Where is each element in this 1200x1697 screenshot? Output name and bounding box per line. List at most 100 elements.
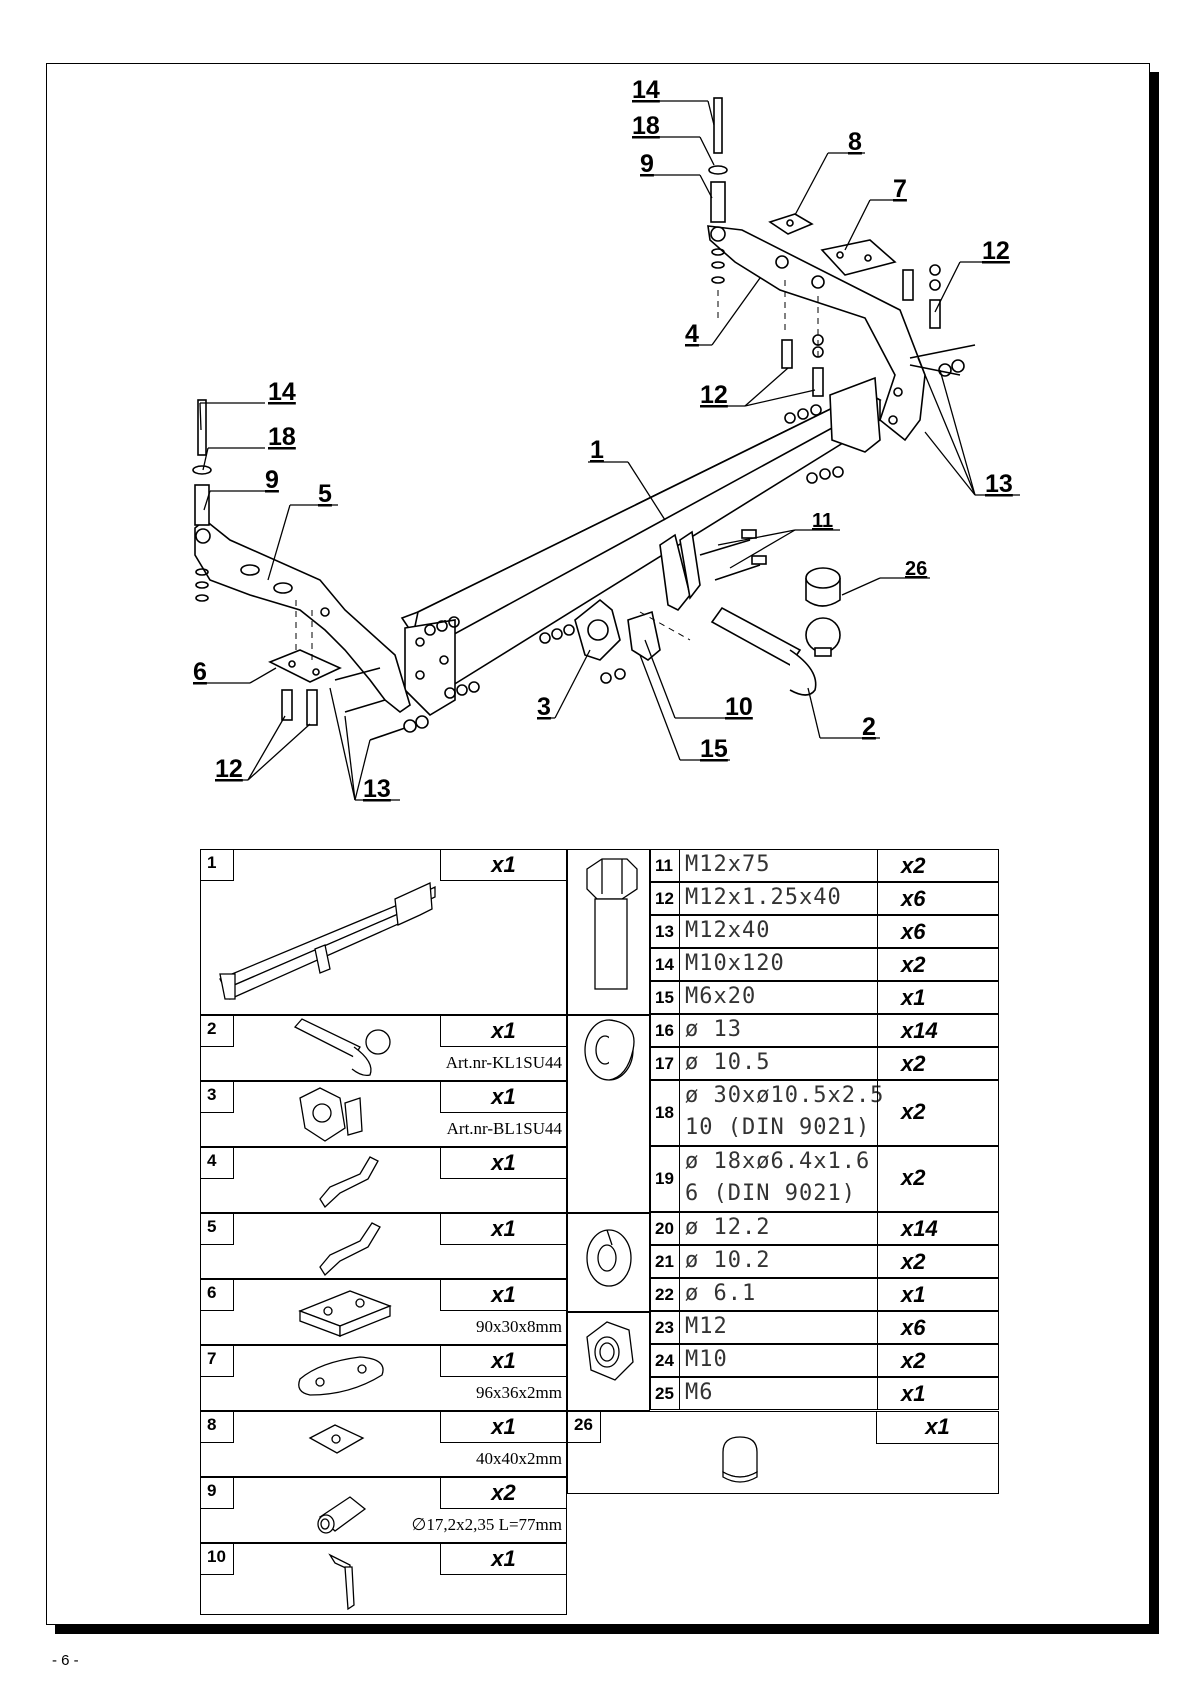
part-note-8: 40x40x2mm (476, 1449, 562, 1468)
hardware-spec: ø 12.2 (685, 1215, 771, 1240)
part-number-7: 7 (200, 1345, 234, 1377)
part-note-3: Art.nr-BL1SU44 (446, 1119, 562, 1138)
hardware-number-separator (679, 1147, 680, 1211)
bolts-right-cluster (781, 264, 976, 484)
hardware-qty: x1 (901, 985, 926, 1010)
hardware-qty: x2 (901, 1099, 926, 1124)
callout-13-right: 13 (985, 470, 1013, 498)
bracket-right-part (707, 213, 926, 442)
socket-plate-thumbnail (299, 1087, 363, 1142)
hardware-number-separator (679, 1279, 680, 1310)
hardware-number-separator (679, 1312, 680, 1343)
tow-ball-part (710, 606, 841, 696)
hardware-number-separator (679, 1246, 680, 1277)
hardware-qty-separator (877, 1312, 878, 1343)
callout-9-right: 9 (640, 150, 654, 178)
hardware-spec: ø 30xø10.5x2.5 (685, 1083, 885, 1108)
hardware-number-separator (679, 1015, 680, 1046)
hardware-spec: ø 6.1 (685, 1281, 757, 1306)
hardware-number-separator (679, 1213, 680, 1244)
part-number-10: 10 (200, 1543, 234, 1575)
part-number-8: 8 (200, 1411, 234, 1443)
part-cell-8 (200, 1411, 567, 1477)
callout-13-left: 13 (363, 775, 391, 803)
callout-7: 7 (893, 175, 907, 203)
hardware-spec: ø 13 (685, 1017, 742, 1042)
hardware-qty: x2 (901, 952, 926, 977)
part-number-26: 26 (567, 1411, 601, 1443)
callout-26: 26 (905, 558, 927, 580)
part-cell-1 (200, 849, 567, 1015)
part-qty-6: x1 (440, 1279, 567, 1311)
callout-5: 5 (318, 480, 332, 508)
hardware-qty-separator (877, 949, 878, 980)
part-number-9: 9 (200, 1477, 234, 1509)
hardware-row: 23 M12 x6 (650, 1311, 999, 1344)
hardware-qty-separator (877, 1378, 878, 1409)
hardware-number: 25 (655, 1384, 674, 1403)
part-number-3: 3 (200, 1081, 234, 1113)
hardware-number: 11 (655, 856, 673, 875)
callout-18-left: 18 (268, 423, 296, 451)
hardware-spec: M6x20 (685, 984, 757, 1009)
hardware-qty: x6 (901, 1315, 926, 1340)
hardware-spec: M12 (685, 1314, 728, 1339)
spring-washer-icon (586, 1229, 632, 1287)
hardware-number-separator (679, 883, 680, 914)
hardware-number: 13 (655, 922, 674, 941)
plate-6-thumbnail (298, 1290, 392, 1337)
hardware-number: 18 (655, 1103, 674, 1122)
part-qty-26: x1 (876, 1411, 999, 1444)
hardware-number-separator (679, 982, 680, 1013)
part-number-4: 4 (200, 1147, 234, 1179)
nut-icon (586, 1321, 634, 1381)
part-qty-3: x1 (440, 1081, 567, 1113)
callout-8: 8 (848, 128, 862, 156)
callout-2: 2 (862, 713, 876, 741)
hardware-spec: M10 (685, 1347, 728, 1372)
hardware-qty: x1 (901, 1282, 926, 1307)
hardware-spec: ø 18xø6.4x1.6 (685, 1149, 871, 1174)
part-qty-9: x2 (440, 1477, 567, 1509)
bracket-10-thumbnail (328, 1553, 355, 1611)
hardware-number: 23 (655, 1318, 674, 1337)
part-note-7: 96x36x2mm (476, 1383, 562, 1402)
part-qty-5: x1 (440, 1213, 567, 1245)
hardware-qty: x6 (901, 886, 926, 911)
callout-4: 4 (685, 320, 699, 348)
part-number-2: 2 (200, 1015, 234, 1047)
hardware-qty-separator (877, 1246, 878, 1277)
hardware-spec-line2: 10 (DIN 9021) (685, 1115, 871, 1140)
part-number-1: 1 (200, 849, 234, 881)
hardware-qty-separator (877, 1345, 878, 1376)
page-number: - 6 - (52, 1652, 79, 1669)
part-note-9: ∅17,2x2,35 L=77mm (411, 1515, 562, 1534)
part-number-6: 6 (200, 1279, 234, 1311)
part-cell-7 (200, 1345, 567, 1411)
hardware-number-separator (679, 1081, 680, 1145)
hardware-spec-line2: 6 (DIN 9021) (685, 1181, 856, 1206)
hardware-qty: x2 (901, 1051, 926, 1076)
hardware-qty-separator (877, 850, 878, 881)
bracket-4-thumbnail (319, 1156, 379, 1209)
bolt-icon (586, 858, 638, 990)
hardware-number: 21 (655, 1252, 674, 1271)
hardware-number: 19 (655, 1169, 674, 1188)
hardware-row: 18 ø 30xø10.5x2.5 10 (DIN 9021) x2 (650, 1080, 999, 1146)
hardware-number: 14 (655, 955, 674, 974)
hardware-qty: x14 (901, 1216, 938, 1241)
part-number-5: 5 (200, 1213, 234, 1245)
callout-12-right-bottom: 12 (700, 381, 728, 409)
callout-3: 3 (537, 693, 551, 721)
hardware-qty-separator (877, 883, 878, 914)
crossbar-thumbnail (219, 882, 436, 1000)
hardware-number: 12 (655, 889, 674, 908)
hardware-number: 16 (655, 1021, 674, 1040)
hardware-number: 20 (655, 1219, 674, 1238)
callout-18-right: 18 (632, 112, 660, 140)
